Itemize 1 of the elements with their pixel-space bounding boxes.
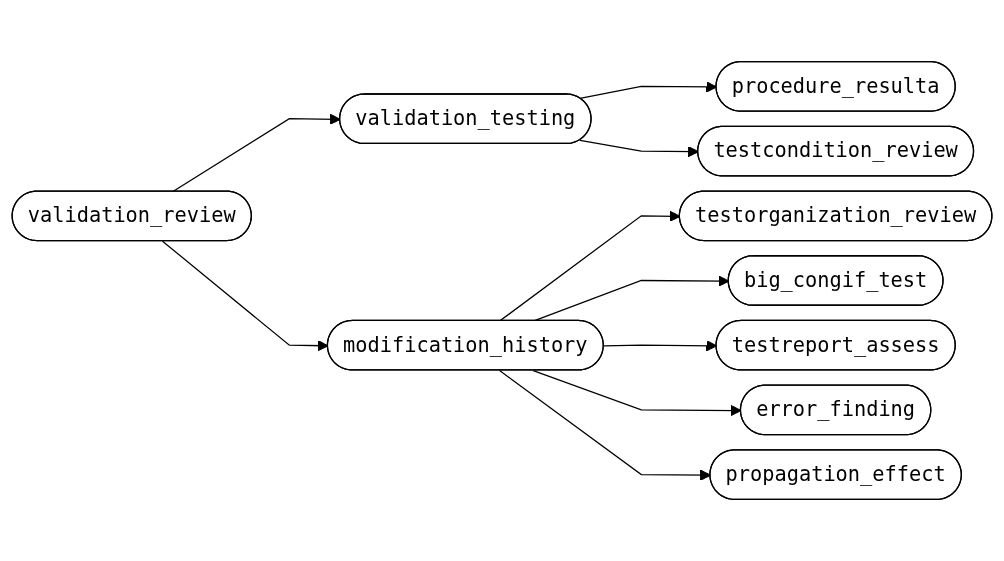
arrow [579,139,699,158]
